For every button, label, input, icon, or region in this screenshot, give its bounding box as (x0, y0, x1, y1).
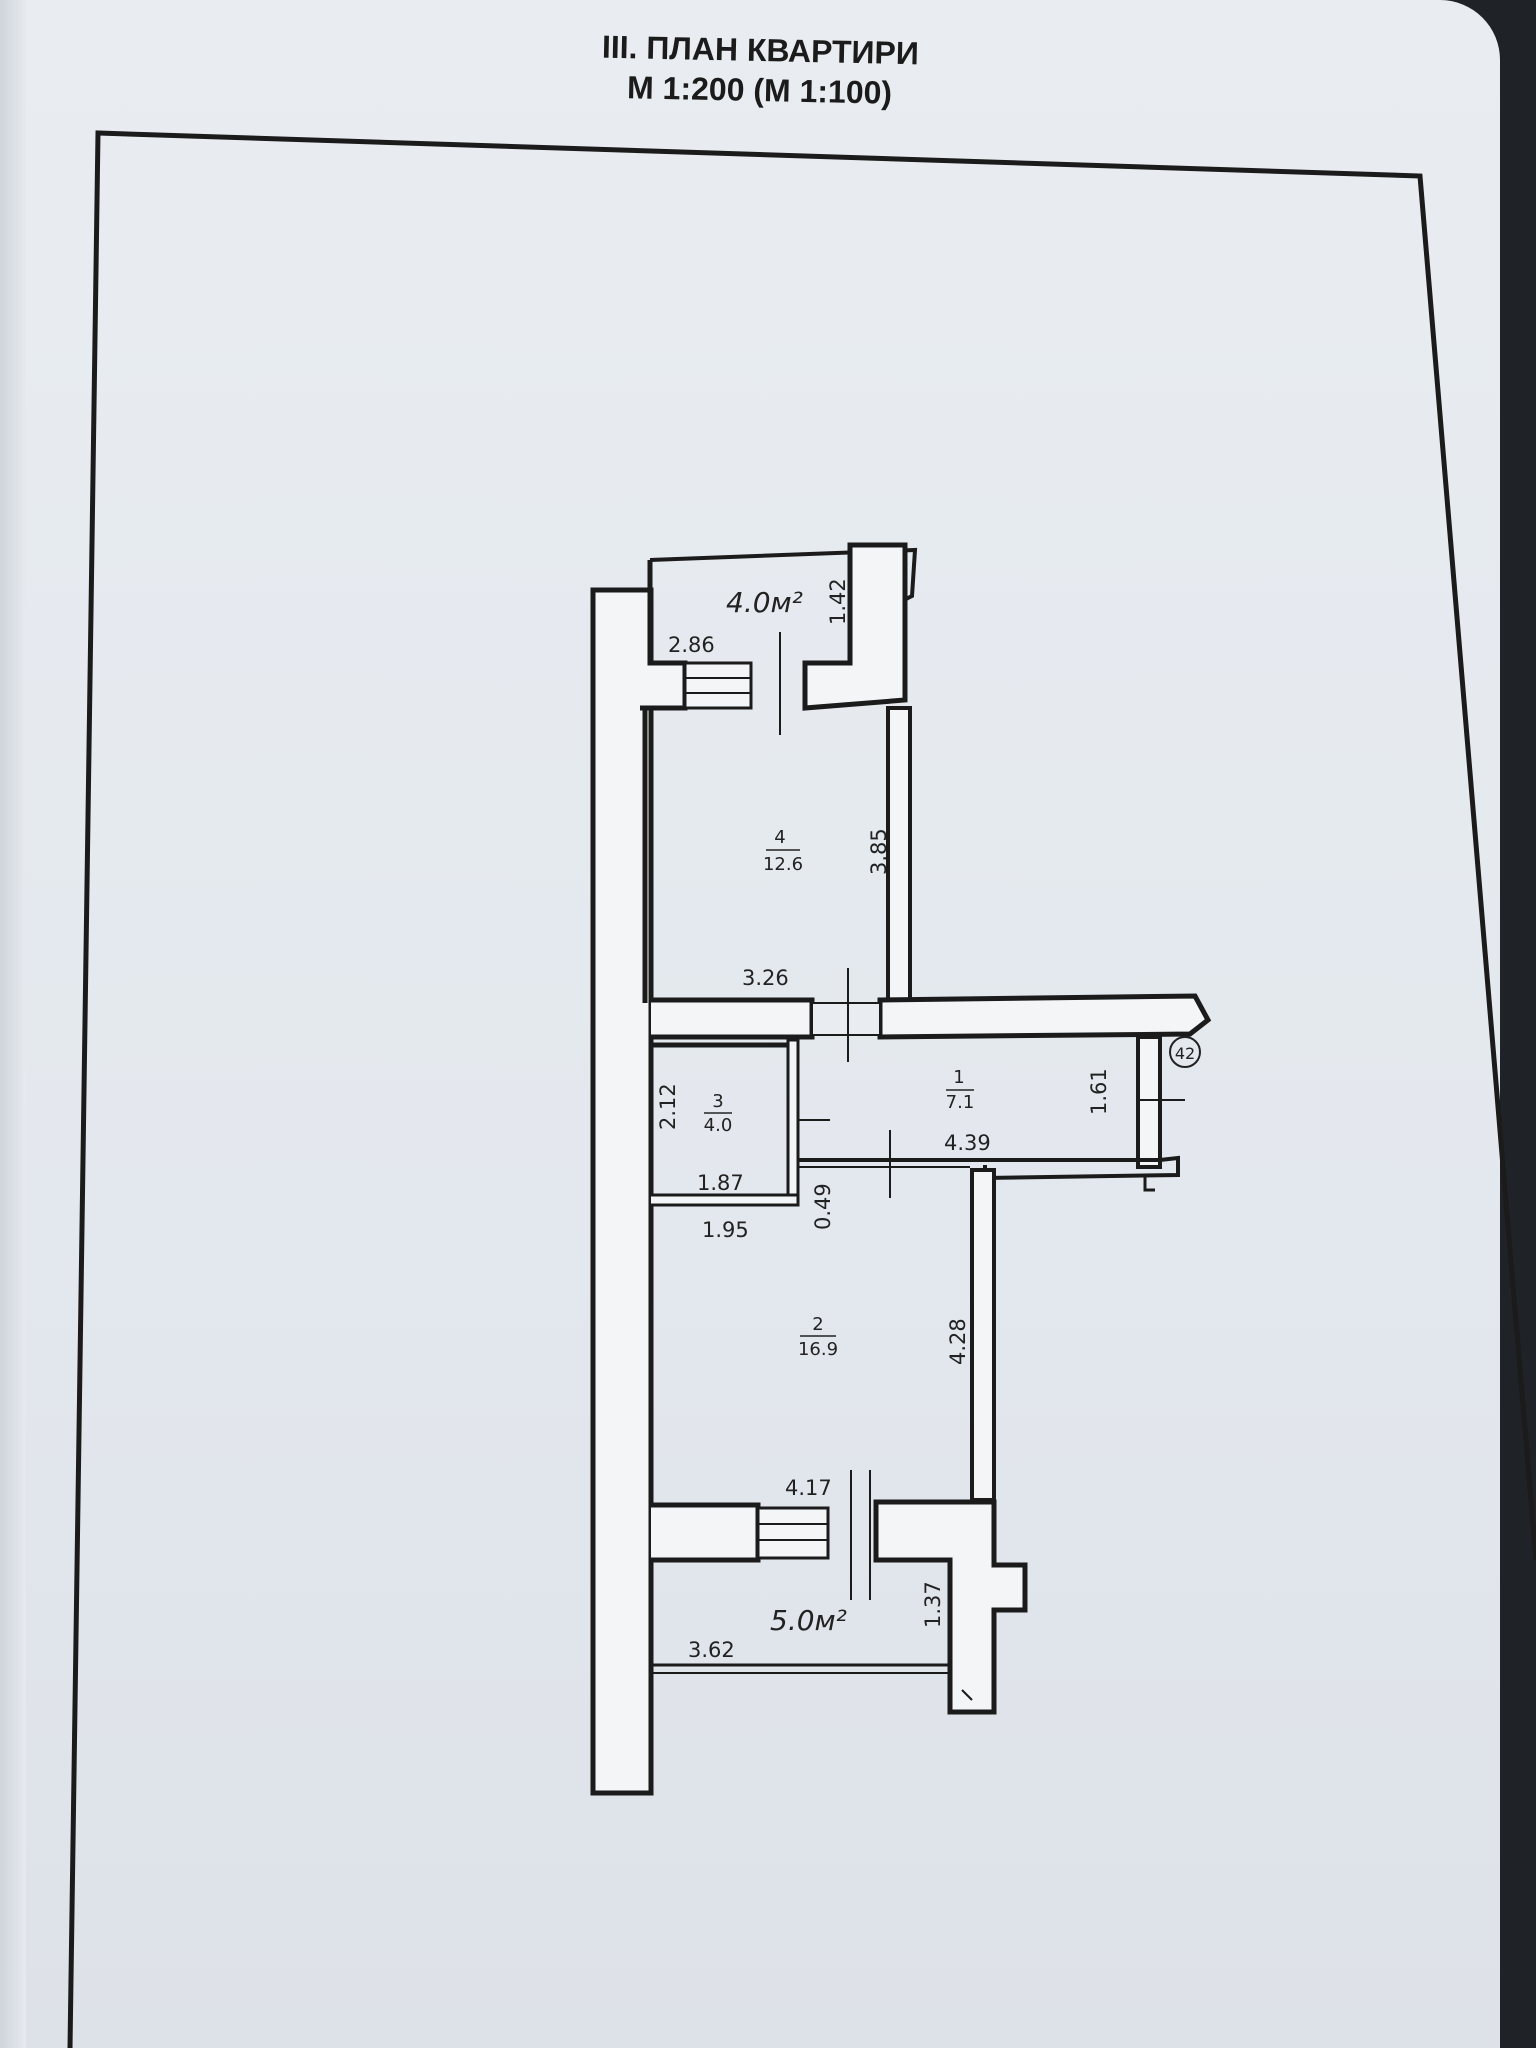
room-label-3: 3 4.0 (704, 1091, 733, 1136)
dim-bottom-balcony-width: 3.62 (688, 1638, 735, 1662)
bottom-wall-right (873, 1499, 1028, 1715)
room3-bottom-wall (651, 1193, 800, 1207)
room2-number: 2 (812, 1314, 823, 1335)
outer-wall (590, 587, 654, 1796)
entrance-marker-circle (1169, 1036, 1201, 1068)
dim-hall-width: 4.39 (944, 1131, 991, 1155)
room1-number: 1 (953, 1067, 964, 1088)
entrance-marker: 42 (1175, 1044, 1195, 1063)
dim-room4-width: 3.26 (742, 966, 789, 990)
bottom-balcony-area: 5.0м² (770, 1604, 847, 1637)
top-door-stairs (683, 661, 753, 710)
dim-room3-width-bottom: 1.95 (702, 1218, 749, 1242)
top-balcony-wall-right (802, 542, 908, 711)
bottom-wall-left (651, 1502, 761, 1563)
room4-number: 4 (774, 827, 785, 848)
top-balcony-area: 4.0м² (726, 586, 803, 619)
hall-right-window (1136, 1035, 1162, 1169)
room-label-1: 1 7.1 (946, 1067, 975, 1113)
room4-right-wall (886, 706, 912, 1002)
dim-top-balcony-depth: 1.42 (826, 578, 850, 625)
dim-top-balcony-width: 2.86 (668, 633, 715, 657)
bottom-door-stairs (756, 1506, 830, 1560)
room2-right-wall (970, 1168, 996, 1502)
dim-room4-height: 3.85 (867, 828, 891, 875)
dim-hall-height: 1.61 (1087, 1068, 1111, 1115)
room2-area: 16.9 (798, 1339, 838, 1360)
dim-room3-width-top: 1.87 (697, 1171, 744, 1195)
room-label-2: 2 16.9 (798, 1314, 838, 1360)
room3-number: 3 (712, 1091, 723, 1112)
dim-room3-height: 2.12 (656, 1083, 680, 1130)
middle-wall-right (877, 993, 1212, 1040)
room1-area: 7.1 (946, 1092, 975, 1113)
dim-hall-step: 0.49 (811, 1183, 835, 1230)
room3-area: 4.0 (704, 1115, 733, 1136)
room4-area: 12.6 (763, 854, 803, 875)
dim-room2-width: 4.17 (785, 1476, 832, 1500)
room-label-4: 4 12.6 (763, 827, 803, 875)
dim-room2-height: 4.28 (946, 1318, 970, 1365)
middle-wall-left (651, 997, 815, 1040)
corner-mark (1143, 1175, 1155, 1192)
sheet-edge (0, 0, 26, 2048)
page-frame (67, 130, 1536, 2048)
dim-bottom-balcony-depth: 1.37 (921, 1581, 945, 1628)
corner-mark (961, 1689, 973, 1701)
room3-right-wall (786, 1038, 800, 1202)
middle-door (811, 1002, 881, 1036)
